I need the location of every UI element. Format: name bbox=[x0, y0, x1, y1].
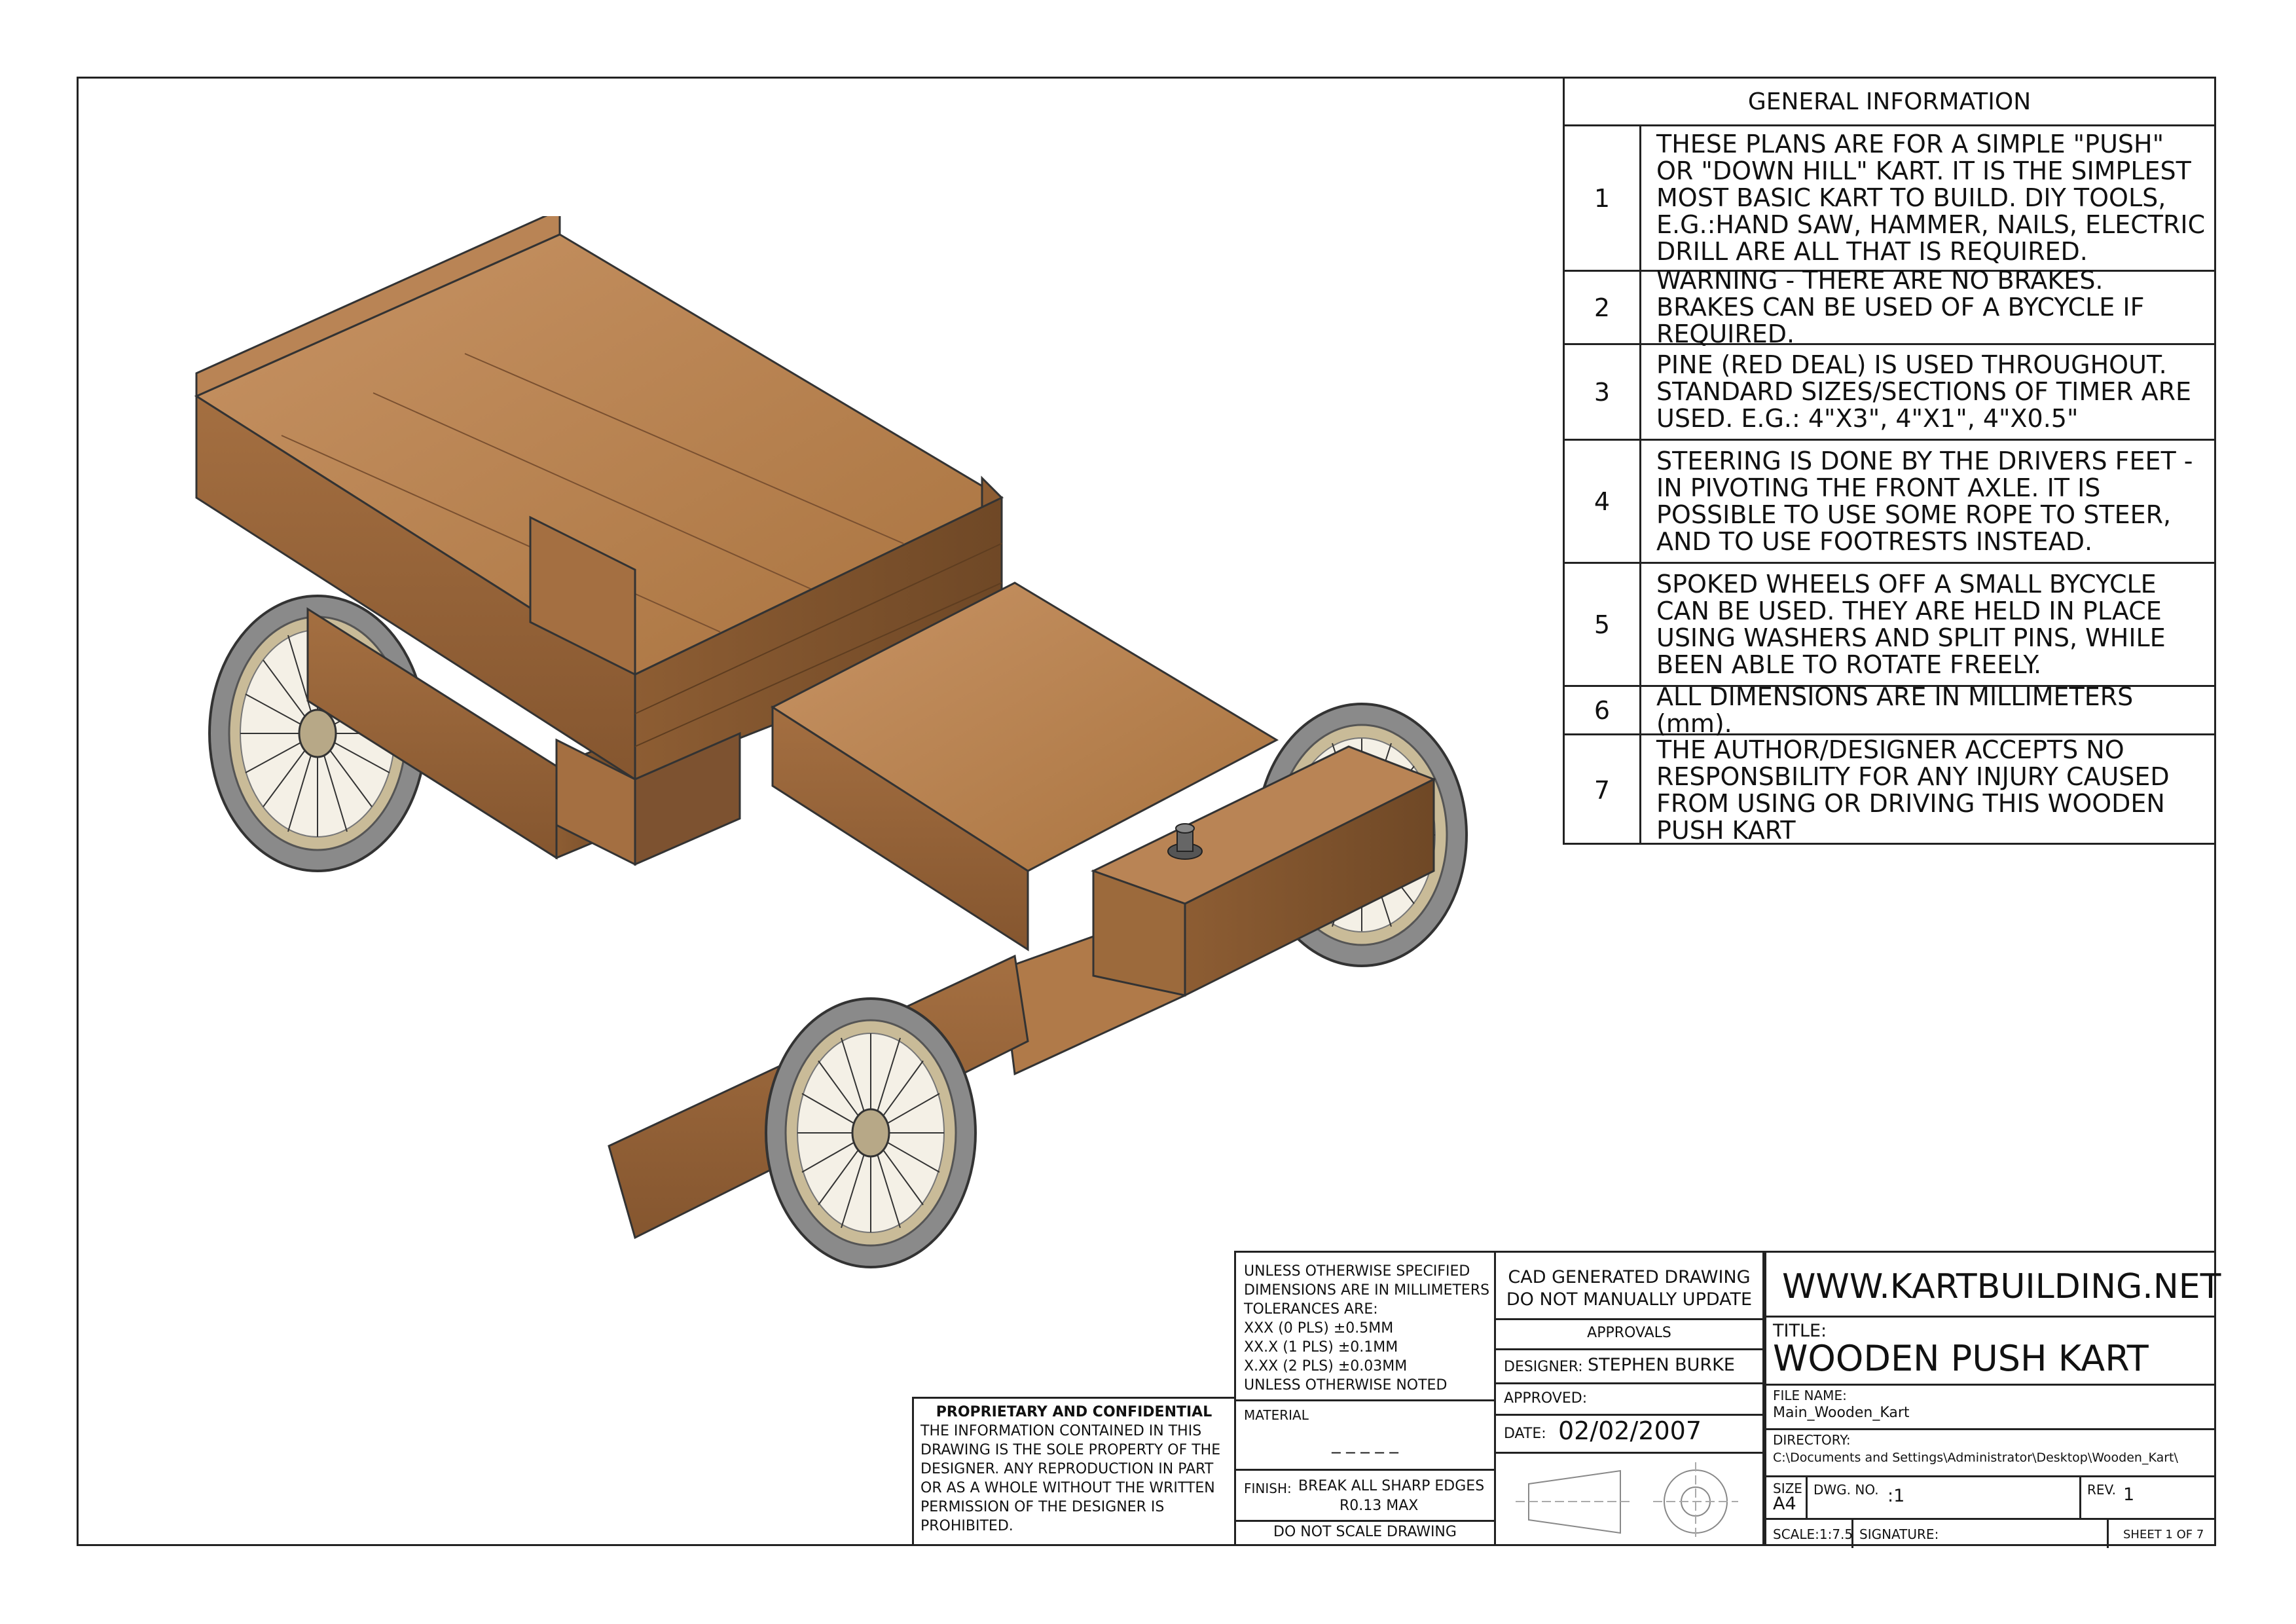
finish-label: FINISH: bbox=[1244, 1481, 1292, 1496]
material-value: _ _ _ _ _ bbox=[1332, 1433, 1398, 1454]
sheet-number: SHEET 1 OF 7 bbox=[2123, 1528, 2204, 1541]
dwg-no-value: :1 bbox=[1887, 1486, 1905, 1506]
info-row: 1 THESE PLANS ARE FOR A SIMPLE "PUSH" OR… bbox=[1565, 126, 2214, 272]
approvals-column: CAD GENERATED DRAWING DO NOT MANUALLY UP… bbox=[1496, 1251, 1764, 1546]
material-label: MATERIAL bbox=[1244, 1407, 1309, 1423]
info-row: 6 ALL DIMENSIONS ARE IN MILLIMETERS (mm)… bbox=[1565, 683, 2214, 737]
proprietary-heading: PROPRIETARY AND CONFIDENTIAL bbox=[936, 1404, 1212, 1420]
approved-label: APPROVED: bbox=[1504, 1390, 1588, 1407]
file-name-label: FILE NAME: bbox=[1773, 1388, 1847, 1403]
website: WWW.KARTBUILDING.NET bbox=[1782, 1267, 2221, 1306]
proprietary-block: PROPRIETARY AND CONFIDENTIAL THE INFORMA… bbox=[912, 1397, 1234, 1546]
designer-label: DESIGNER: bbox=[1504, 1359, 1583, 1375]
projection-symbol bbox=[1516, 1462, 1738, 1541]
info-row: 5 SPOKED WHEELS OFF A SMALL BYCYCLE CAN … bbox=[1565, 564, 2214, 687]
do-not-scale-note: DO NOT SCALE DRAWING bbox=[1273, 1524, 1457, 1540]
rev-label: REV. bbox=[2087, 1482, 2116, 1498]
info-row: 2 WARNING - THERE ARE NO BRAKES. BRAKES … bbox=[1565, 267, 2214, 348]
directory-value: C:\Documents and Settings\Administrator\… bbox=[1773, 1450, 2178, 1465]
general-information-title: GENERAL INFORMATION bbox=[1565, 79, 2214, 126]
cad-note-line-1: CAD GENERATED DRAWING bbox=[1508, 1267, 1751, 1287]
drawing-title: WOODEN PUSH KART bbox=[1773, 1338, 2149, 1379]
king-pin-bolt bbox=[1167, 823, 1203, 860]
tolerances-column: UNLESS OTHERWISE SPECIFIED DIMENSIONS AR… bbox=[1234, 1251, 1496, 1546]
date-value: 02/02/2007 bbox=[1558, 1416, 1702, 1445]
approvals-heading: APPROVALS bbox=[1587, 1325, 1671, 1341]
file-name-value: Main_Wooden_Kart bbox=[1773, 1405, 1910, 1421]
finish-radius: R0.13 MAX bbox=[1339, 1498, 1419, 1514]
size-value: A4 bbox=[1773, 1494, 1796, 1514]
kart-illustration bbox=[194, 216, 1468, 1268]
scale-value: SCALE:1:7.5 bbox=[1773, 1526, 1853, 1542]
general-information-table: GENERAL INFORMATION 1 THESE PLANS ARE FO… bbox=[1563, 77, 2216, 845]
info-row: 4 STEERING IS DONE BY THE DRIVERS FEET -… bbox=[1565, 441, 2214, 564]
info-row: 7 THE AUTHOR/DESIGNER ACCEPTS NO RESPONS… bbox=[1565, 735, 2214, 845]
size-label: SIZE bbox=[1773, 1481, 1802, 1496]
proprietary-text: THE INFORMATION CONTAINED IN THIS DRAWIN… bbox=[920, 1423, 1221, 1534]
tolerances-notes: UNLESS OTHERWISE SPECIFIED DIMENSIONS AR… bbox=[1244, 1263, 1490, 1393]
signature-label: SIGNATURE: bbox=[1859, 1526, 1939, 1542]
rev-value: 1 bbox=[2123, 1485, 2135, 1505]
finish-value: BREAK ALL SHARP EDGES bbox=[1298, 1478, 1485, 1494]
designer-value: STEPHEN BURKE bbox=[1588, 1355, 1735, 1375]
title-label: TITLE: bbox=[1773, 1321, 1827, 1341]
cad-note-line-2: DO NOT MANUALLY UPDATE bbox=[1506, 1289, 1753, 1310]
directory-label: DIRECTORY: bbox=[1773, 1432, 1851, 1448]
info-row: 3 PINE (RED DEAL) IS USED THROUGHOUT. ST… bbox=[1565, 345, 2214, 441]
dwg-no-label: DWG. NO. bbox=[1813, 1482, 1879, 1498]
title-block: WWW.KARTBUILDING.NET TITLE: WOODEN PUSH … bbox=[1764, 1251, 2221, 1548]
front-left-wheel bbox=[765, 997, 977, 1268]
date-label: DATE: bbox=[1504, 1426, 1546, 1442]
